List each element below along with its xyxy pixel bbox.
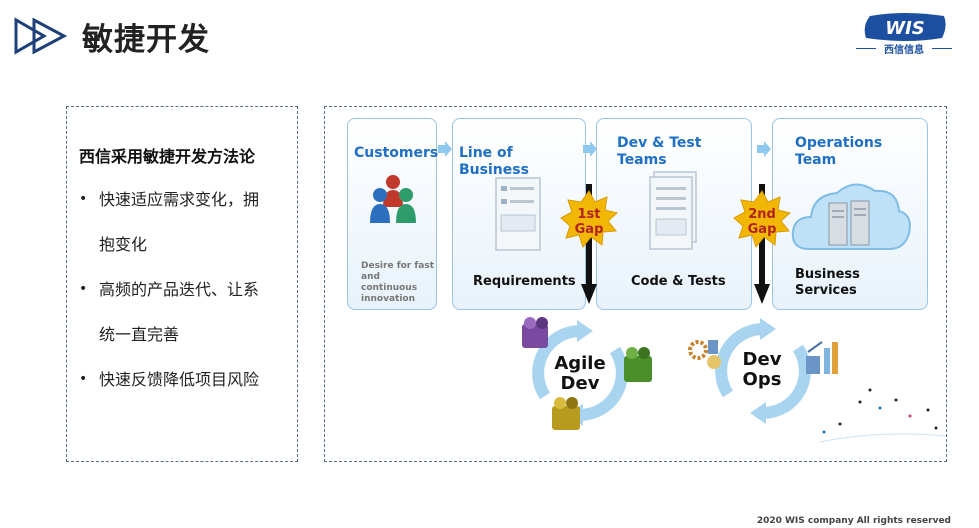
agile-dev-label: Agile Dev bbox=[554, 353, 606, 394]
customers-title: Customers bbox=[354, 145, 439, 161]
list-item-line: 高频的产品迭代、让系 bbox=[99, 280, 260, 299]
team-green-icon bbox=[624, 347, 652, 382]
dev-bottom-label: Code & Tests bbox=[631, 274, 726, 289]
documents-icon bbox=[649, 171, 697, 250]
list-item: • 高频的产品迭代、让系 bbox=[77, 267, 293, 312]
people-icon bbox=[370, 175, 416, 223]
step-arrow-icon bbox=[757, 141, 771, 157]
footer-copyright: 2020 WIS company All rights reserved bbox=[756, 516, 951, 526]
methodology-heading: 西信采用敏捷开发方法论 bbox=[79, 147, 256, 166]
svg-text:WIS: WIS bbox=[885, 18, 925, 39]
dev-title: Dev & Test Teams bbox=[617, 135, 702, 168]
bullet-icon: • bbox=[79, 371, 88, 387]
step-arrow-icon bbox=[438, 141, 452, 157]
network-chart-icon bbox=[806, 341, 838, 374]
methodology-panel: 西信采用敏捷开发方法论 • 快速适应需求变化，拥 抱变化 • 高频的产品迭代、让… bbox=[66, 106, 298, 462]
devops-label: Dev Ops bbox=[742, 349, 782, 390]
decorative-dots bbox=[819, 388, 947, 443]
wis-logo: WIS bbox=[864, 13, 946, 41]
gears-icon bbox=[688, 340, 721, 369]
methodology-list: • 快速适应需求变化，拥 抱变化 • 高频的产品迭代、让系 统一直完善 • 快速… bbox=[77, 177, 293, 402]
list-item-line: 快速适应需求变化，拥 bbox=[99, 190, 260, 209]
devops-cycle-icon bbox=[715, 318, 811, 424]
step-arrow-icon bbox=[583, 141, 597, 157]
dev-test-column: Dev & Test Teams Code & Tests bbox=[596, 118, 752, 310]
list-item-continuation: 统一直完善 bbox=[77, 312, 293, 357]
team-purple-icon bbox=[522, 317, 548, 348]
document-icon bbox=[495, 177, 541, 251]
logo-subtitle: 西信信息 bbox=[856, 41, 952, 56]
gap-star-icon bbox=[733, 190, 791, 248]
lob-title: Line of Business bbox=[459, 145, 529, 178]
list-item-continuation: 抱变化 bbox=[77, 222, 293, 267]
list-item: • 快速适应需求变化，拥 bbox=[77, 177, 293, 222]
gap-star-icon bbox=[560, 190, 618, 248]
bullet-icon: • bbox=[79, 281, 88, 297]
lob-bottom-label: Requirements bbox=[473, 274, 576, 289]
customers-column: Customers Desire for fast and continuous… bbox=[347, 118, 439, 310]
ops-bottom-label: Business Services bbox=[795, 267, 860, 298]
line-of-business-column: Line of Business Requirements bbox=[452, 118, 586, 310]
team-yellow-icon bbox=[552, 397, 580, 430]
customers-note: Desire for fast and continuous innovatio… bbox=[361, 261, 435, 304]
list-item-line: 快速反馈降低项目风险 bbox=[99, 370, 260, 389]
header-arrow-icon bbox=[14, 17, 68, 55]
gap-label-2: 2nd Gap bbox=[747, 207, 777, 237]
operations-column: Operations Team Business Services bbox=[772, 118, 928, 310]
diagram-panel bbox=[324, 106, 947, 462]
gap-label-1: 1st Gap bbox=[574, 207, 604, 237]
list-item: • 快速反馈降低项目风险 bbox=[77, 357, 293, 402]
bullet-icon: • bbox=[79, 191, 88, 207]
ops-title: Operations Team bbox=[795, 135, 883, 168]
cloud-servers-icon bbox=[791, 183, 911, 250]
list-item-line: 抱变化 bbox=[99, 235, 148, 254]
page-title: 敏捷开发 bbox=[82, 22, 210, 58]
list-item-line: 统一直完善 bbox=[99, 325, 180, 344]
